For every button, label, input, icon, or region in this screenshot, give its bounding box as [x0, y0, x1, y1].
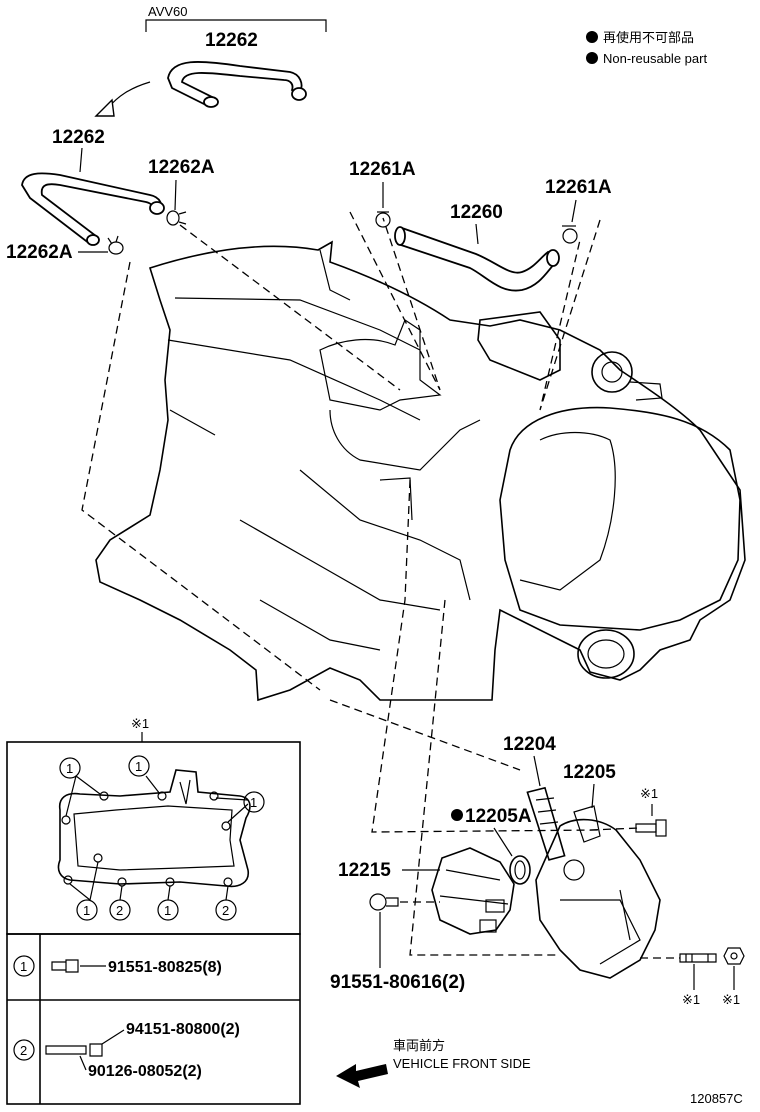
inset-callout: 2	[215, 899, 237, 921]
part-number-12262A-right[interactable]: 12262A	[148, 157, 215, 178]
part-number-90126-08052[interactable]: 90126-08052(2)	[88, 1063, 202, 1080]
inset-callout: 2	[109, 899, 131, 921]
part-number-12215[interactable]: 12215	[338, 860, 391, 881]
pcv-valve-12204[interactable]	[526, 786, 566, 861]
hose-clip-icon	[375, 211, 391, 228]
svg-text:2: 2	[116, 903, 123, 918]
part-number-12205A[interactable]: 12205A	[465, 806, 532, 827]
row-marker: 2	[20, 1043, 27, 1058]
part-number-12205[interactable]: 12205	[563, 762, 616, 783]
inset-callout: 1	[157, 899, 179, 921]
svg-text:1: 1	[250, 795, 257, 810]
bolt-icon	[51, 959, 79, 973]
svg-text:1: 1	[83, 903, 90, 918]
hose-clip-icon	[562, 225, 578, 244]
vehicle-front-jp-label: 車両前方	[393, 1038, 445, 1053]
stud-bolt-icon	[679, 953, 717, 963]
hose-12262-variant[interactable]	[167, 60, 307, 108]
diagram-code: 120857C	[690, 1091, 743, 1106]
cover-position-leaders	[329, 479, 641, 956]
hose-clip-icon	[107, 235, 124, 255]
variant-label: AVV60	[148, 4, 188, 19]
ref-mark-nut: ※1	[722, 992, 740, 1007]
part-number-94151-80800[interactable]: 94151-80800(2)	[126, 1021, 240, 1038]
part-number-91551-80825[interactable]: 91551-80825(8)	[108, 959, 222, 976]
hose-position-leaders	[81, 211, 601, 691]
non-reusable-dot-icon	[586, 52, 598, 64]
engine-assembly	[95, 240, 746, 702]
nut-icon	[723, 947, 745, 965]
variant-bracket: AVV60	[145, 4, 327, 32]
non-reusable-dot-icon	[451, 809, 463, 821]
legend-jp-label: 再使用不可部品	[603, 30, 694, 45]
part-number-91551-80616[interactable]: 91551-80616(2)	[330, 972, 465, 993]
part-number-12261A-right[interactable]: 12261A	[545, 177, 612, 198]
bolt-table: 1 91551-80825(8) 2 94151-80800(2) 90126-…	[6, 933, 301, 1105]
bolt-icon	[635, 819, 667, 837]
inset-callout: 1	[243, 791, 265, 813]
legend: 再使用不可部品 Non-reusable part	[586, 30, 707, 66]
alternate-arrow-icon	[94, 81, 151, 117]
part-number-12204[interactable]: 12204	[503, 734, 556, 755]
hose-clip-icon	[166, 210, 187, 226]
svg-text:1: 1	[135, 759, 142, 774]
bolt-icon	[369, 893, 399, 911]
legend-en-label: Non-reusable part	[603, 51, 707, 66]
vehicle-front-arrow-icon	[336, 1064, 388, 1088]
svg-text:1: 1	[66, 761, 73, 776]
inset-gasket-detail: ※1 1 1 1 1 2 1 2	[6, 716, 301, 935]
stud-bolt-icon	[45, 1045, 87, 1055]
inset-title: ※1	[131, 716, 149, 731]
part-number-12262-top[interactable]: 12262	[205, 30, 258, 51]
gasket-bolt-holes	[61, 791, 233, 887]
inset-callout: 1	[59, 757, 81, 779]
part-number-12261A-left[interactable]: 12261A	[349, 159, 416, 180]
vehicle-front-en-label: VEHICLE FRONT SIDE	[393, 1056, 531, 1071]
part-number-12260[interactable]: 12260	[450, 202, 503, 223]
row-marker: 1	[20, 959, 27, 974]
nut-icon	[89, 1043, 103, 1057]
svg-text:1: 1	[164, 903, 171, 918]
ref-mark-bolt: ※1	[640, 786, 658, 801]
table-row: 1 91551-80825(8)	[13, 955, 222, 977]
part-number-12262A-left[interactable]: 12262A	[6, 242, 73, 263]
non-reusable-dot-icon	[586, 31, 598, 43]
inset-callout: 1	[128, 755, 150, 777]
ref-mark-stud: ※1	[682, 992, 700, 1007]
hose-12262[interactable]	[21, 172, 165, 246]
svg-text:2: 2	[222, 903, 229, 918]
hose-12260[interactable]	[394, 226, 560, 292]
table-row: 2 94151-80800(2) 90126-08052(2)	[13, 1021, 240, 1080]
inset-callout: 1	[76, 899, 98, 921]
gasket-12205A[interactable]	[509, 855, 531, 885]
ventilation-case-12205[interactable]	[535, 805, 661, 979]
oil-separator-12215[interactable]	[431, 847, 515, 935]
part-number-12262[interactable]: 12262	[52, 127, 105, 148]
